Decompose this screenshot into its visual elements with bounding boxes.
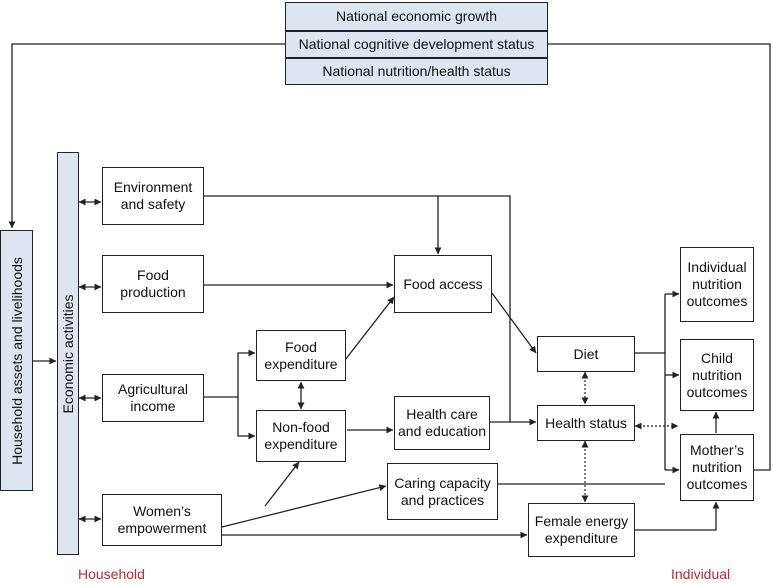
health-care-education-box: Health care and education	[394, 396, 490, 450]
caring-capacity-box: Caring capacity and practices	[387, 463, 498, 520]
edge-agincome-to-foodexp	[237, 349, 256, 397]
health-status-box: Health status	[537, 405, 635, 441]
edge-environment-right	[438, 195, 511, 422]
individual-outcomes-box: Individual nutrition outcomes	[680, 247, 754, 322]
household-assets-label: Household assets and livelihoods	[8, 256, 25, 465]
national-cognitive-box: National cognitive development status	[285, 31, 548, 58]
womens-empowerment-box: Women’s empowerment	[102, 494, 222, 546]
environment-safety-box: Environment and safety	[102, 167, 204, 225]
economic-activities-bar: Economic activities	[57, 152, 79, 555]
edge-national-to-household-assets	[8, 43, 285, 229]
household-assets-bar: Household assets and livelihoods	[0, 230, 33, 491]
national-economic-growth-box: National economic growth	[285, 2, 548, 31]
edge-womens-to-caring	[221, 484, 387, 528]
edge-foodaccess-to-diet	[491, 292, 537, 354]
food-production-box: Food production	[102, 255, 204, 313]
nonfood-expenditure-box: Non-food expenditure	[256, 410, 346, 462]
economic-activities-label: Economic activities	[60, 293, 76, 414]
agricultural-income-box: Agricultural income	[102, 374, 204, 422]
child-outcomes-box: Child nutrition outcomes	[680, 339, 754, 411]
edge-foodexp-to-foodaccess	[344, 296, 395, 361]
food-access-box: Food access	[394, 255, 492, 313]
edge-agincome-to-nonfood	[237, 397, 256, 440]
edge-national-right-line	[548, 43, 771, 471]
food-expenditure-box: Food expenditure	[256, 330, 346, 381]
edge-environment-to-foodaccess	[204, 195, 442, 255]
female-energy-box: Female energy expenditure	[528, 503, 635, 557]
edge-womens-to-nonfood	[264, 461, 300, 507]
diet-box: Diet	[537, 336, 635, 372]
edge-femaleenergy-to-mother	[635, 501, 720, 531]
national-nutrition-box: National nutrition/health status	[285, 58, 548, 85]
mother-outcomes-box: Mother’s nutrition outcomes	[680, 434, 754, 501]
household-level-label: Household	[78, 566, 145, 582]
individual-level-label: Individual	[671, 566, 731, 582]
